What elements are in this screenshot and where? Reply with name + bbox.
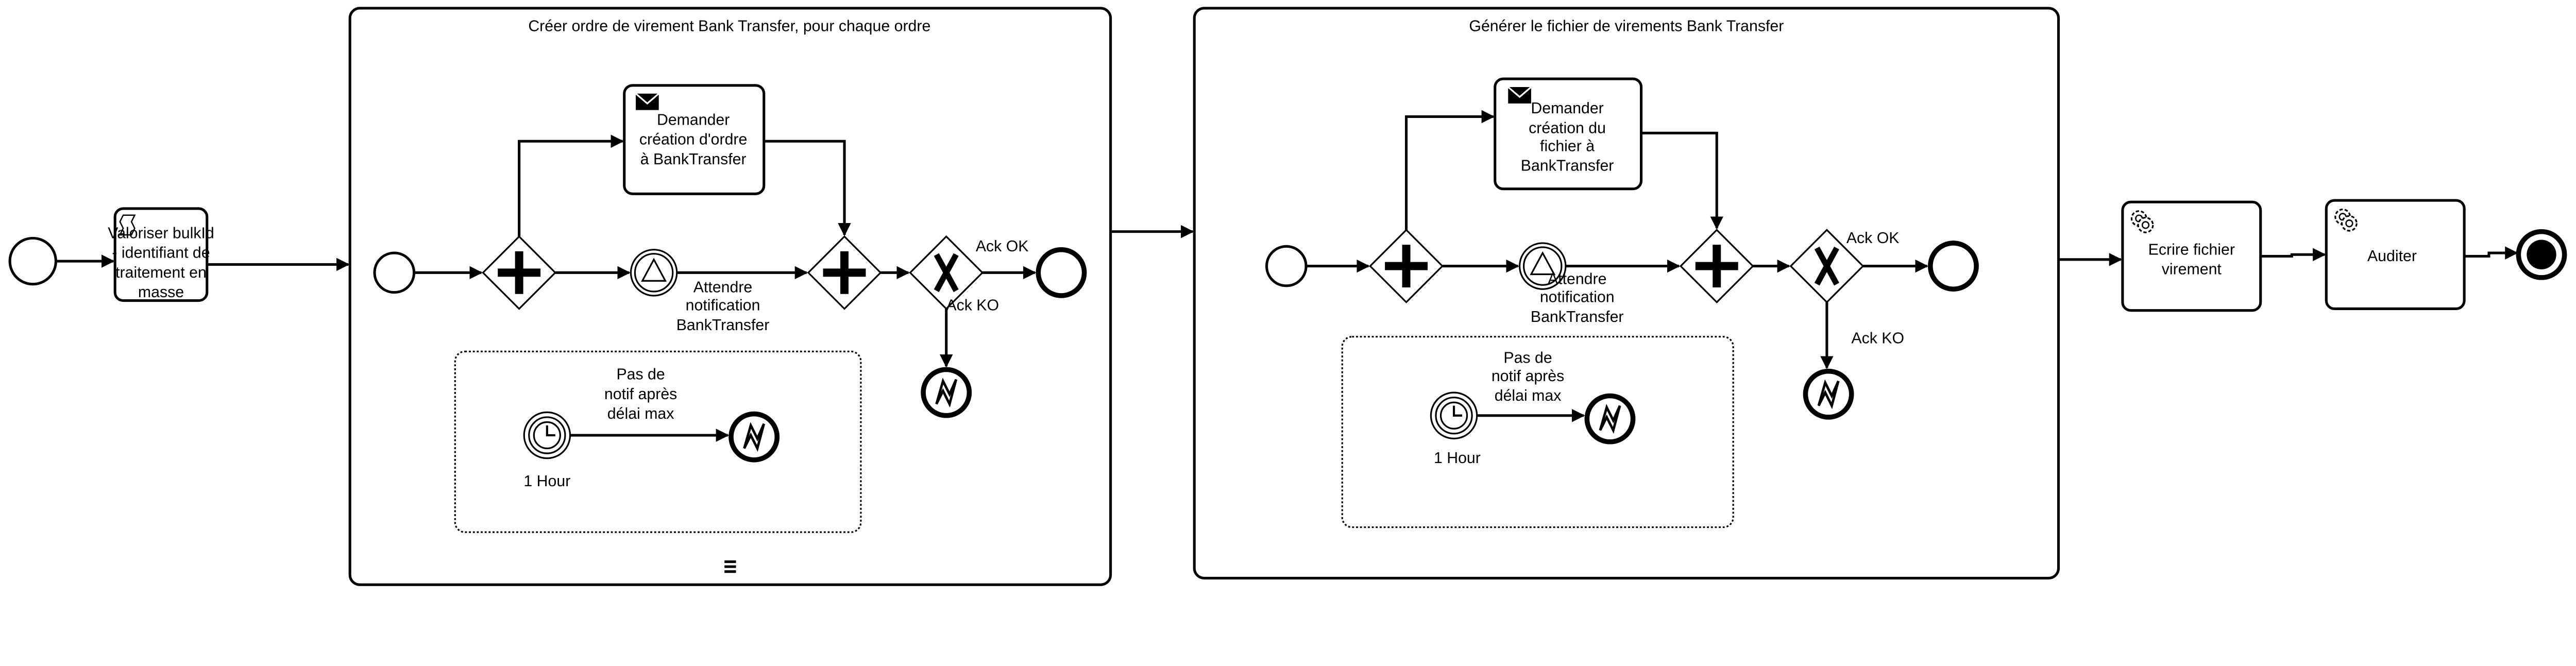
envelope-icon	[1507, 86, 1532, 105]
send-task-demander-fichier[interactable]: Demander création du fichier à BankTrans…	[1494, 77, 1643, 191]
flow-label-ack-ok: Ack OK	[976, 238, 1029, 255]
event-subprocess-timeout[interactable]: Pas de notif après délai max 1 Hour	[454, 350, 862, 533]
subprocess-generer-fichier[interactable]: Générer le fichier de virements Bank Tra…	[1193, 7, 2060, 579]
error-end-event[interactable]	[731, 414, 777, 460]
event-label-line: Attendre	[1548, 271, 1606, 288]
sequence-flow	[764, 140, 851, 236]
task-label-line: virement	[2162, 261, 2222, 278]
event-subprocess-label-line: notif après	[604, 386, 677, 403]
event-subprocess-timeout[interactable]: Pas de notif après délai max 1 Hour	[1341, 336, 1734, 528]
sequence-flow	[1641, 131, 1724, 230]
start-event[interactable]	[373, 251, 416, 294]
subprocess-title: Générer le fichier de virements Bank Tra…	[1469, 18, 1784, 35]
event-label-line: Attendre	[693, 279, 752, 296]
task-label-line: création d'ordre	[639, 131, 747, 148]
service-task-ecrire-fichier[interactable]: Ecrire fichier virement	[2121, 200, 2262, 312]
end-event[interactable]	[1036, 247, 1087, 298]
task-label-line: Demander	[657, 111, 730, 128]
bpmn-diagram: Valoriser bulkId - identifiant de traite…	[8, 7, 2567, 586]
event-subprocess-label-line: notif après	[1492, 368, 1564, 385]
envelope-icon	[635, 93, 660, 111]
event-label-line: notification	[1540, 289, 1615, 306]
task-label-line: Demander	[1531, 100, 1603, 117]
flow-label-ack-ko: Ack KO	[1851, 330, 1904, 347]
sequence-flow	[1405, 110, 1495, 230]
error-end-event[interactable]	[1587, 396, 1633, 441]
task-label-line: création du	[1529, 119, 1606, 136]
event-label-line: BankTransfer	[1531, 309, 1624, 326]
signal-catch-event[interactable]	[630, 249, 678, 297]
event-subprocess-label-line: Pas de	[616, 366, 665, 383]
terminate-end-event[interactable]	[2516, 229, 2567, 280]
multi-instance-sequential-icon	[724, 560, 736, 573]
timer-label: 1 Hour	[1434, 450, 1481, 467]
start-event[interactable]	[1265, 245, 1308, 287]
sequence-flow	[2260, 248, 2326, 262]
script-task-valoriser-bulkid[interactable]: Valoriser bulkId - identifiant de traite…	[108, 207, 214, 302]
task-label-line: Ecrire fichier	[2148, 241, 2235, 258]
subprocess-creer-ordre[interactable]: Créer ordre de virement Bank Transfer, p…	[348, 7, 1112, 586]
subprocess-title: Créer ordre de virement Bank Transfer, p…	[528, 18, 930, 35]
task-label-line: Valoriser bulkId	[108, 225, 214, 242]
task-label-line: fichier à	[1540, 138, 1595, 155]
flow-label-ack-ok: Ack OK	[1846, 230, 1900, 247]
timer-label: 1 Hour	[523, 473, 570, 490]
event-subprocess-label-line: délai max	[1495, 387, 1562, 404]
task-label-line: BankTransfer	[1521, 158, 1614, 175]
send-task-demander-ordre[interactable]: Demander création d'ordre à BankTransfer	[623, 84, 766, 195]
task-label-line: traitement en	[115, 264, 207, 281]
service-task-auditer[interactable]: Auditer	[2325, 199, 2466, 311]
sequence-flow	[518, 134, 624, 237]
timer-start-event[interactable]	[524, 412, 570, 458]
task-label-line: à BankTransfer	[640, 151, 747, 168]
end-event[interactable]	[1928, 241, 1979, 292]
event-subprocess-label-line: Pas de	[1503, 350, 1552, 367]
task-label-line: masse	[138, 284, 184, 301]
error-end-event[interactable]	[1805, 371, 1851, 417]
event-label-line: BankTransfer	[676, 317, 770, 334]
timer-start-event[interactable]	[1431, 392, 1477, 438]
event-label-line: notification	[686, 297, 760, 314]
gear-icon	[2137, 216, 2154, 233]
error-end-event[interactable]	[923, 369, 969, 415]
event-subprocess-label-line: délai max	[607, 405, 674, 422]
flow-label-ack-ko: Ack KO	[946, 297, 999, 314]
task-label-auditer: Auditer	[2367, 248, 2417, 265]
script-icon	[118, 214, 136, 236]
gear-icon	[2341, 215, 2358, 232]
task-label-line: - identifiant de	[112, 245, 210, 262]
sequence-flow	[2464, 246, 2518, 260]
start-event[interactable]	[8, 236, 57, 286]
